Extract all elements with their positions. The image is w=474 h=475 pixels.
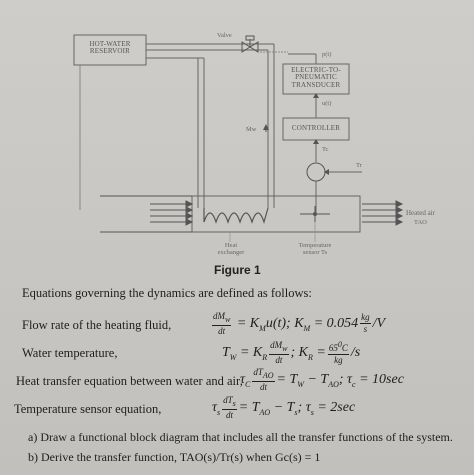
process-diagram <box>73 34 404 242</box>
equation-label-1: Flow rate of the heating fluid, <box>22 318 172 332</box>
mw-label: Ṁw <box>246 126 257 133</box>
summing-junction <box>306 162 326 182</box>
controller-label: CONTROLLER <box>291 124 341 132</box>
valve-label: Valve <box>217 32 232 39</box>
pt-signal-label: p(t) <box>322 51 332 58</box>
reservoir-label: HOT-WATER RESERVOIR <box>89 40 131 56</box>
heated-air-label: Heated air <box>406 209 435 217</box>
tr-label: Tr <box>356 162 362 169</box>
intro-text: Equations governing the dynamics are def… <box>22 286 312 300</box>
temperature-sensor-icon <box>300 206 330 222</box>
tc-label: Tc <box>322 146 329 153</box>
question-b: b) Derive the transfer function, TAO(s)/… <box>28 450 321 464</box>
valve-icon <box>241 35 259 53</box>
tao-label: TAO <box>414 219 427 226</box>
equation-label-2: Water temperature, <box>22 346 118 360</box>
ut-signal-label: u(t) <box>322 100 332 107</box>
temp-sensor-label: Temperature sensor Ts <box>298 242 332 256</box>
air-outlet-arrows <box>362 200 404 226</box>
equation-label-3: Heat transfer equation between water and… <box>16 374 243 388</box>
air-inlet-arrows <box>100 195 194 233</box>
heat-coil <box>203 207 269 225</box>
heat-exchanger-box <box>191 195 361 233</box>
heat-exchanger-label: Heat exchanger <box>217 242 245 256</box>
question-a: a) Draw a functional block diagram that … <box>28 430 453 444</box>
transducer-label: ELECTRIC-TO- PNEUMATIC TRANSDUCER <box>291 66 341 89</box>
figure-caption: Figure 1 <box>214 263 261 277</box>
equation-label-4: Temperature sensor equation, <box>14 402 162 416</box>
